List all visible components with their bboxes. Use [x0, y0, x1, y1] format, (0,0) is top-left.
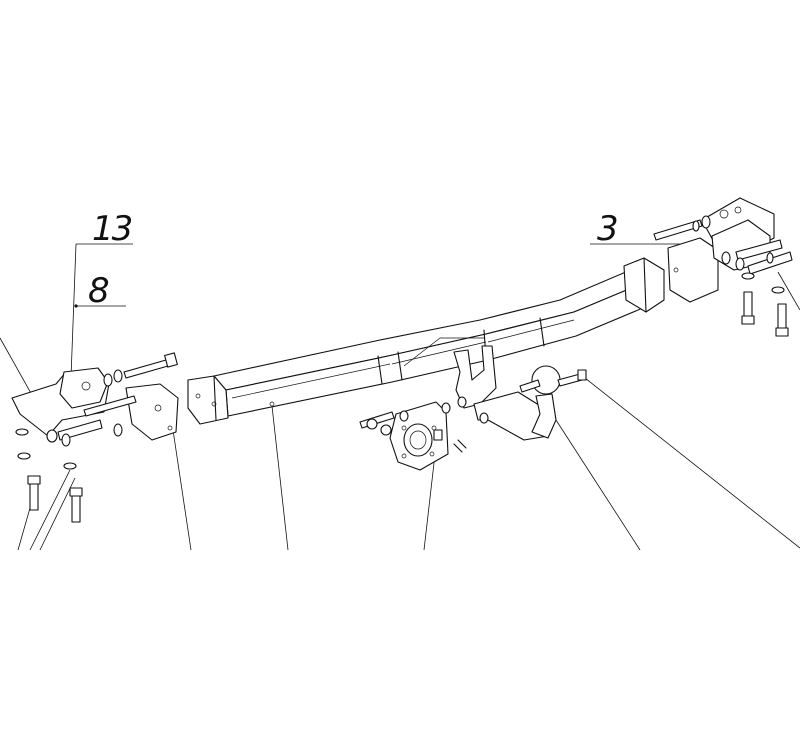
- callout-8: 8: [76, 271, 126, 311]
- callout-label-13: 13: [92, 209, 132, 249]
- callout-label-8: 8: [88, 271, 109, 311]
- left-bracket: [11, 352, 179, 523]
- right-bracket: [653, 197, 793, 337]
- leader-lines: [0, 271, 800, 551]
- callout-13: 13: [76, 209, 134, 249]
- crossbeam: [187, 257, 665, 425]
- socket-plate: [359, 401, 467, 471]
- leader-dot: [74, 304, 78, 308]
- tow-hitch: [453, 345, 587, 441]
- callout-label-3: 3: [597, 209, 617, 249]
